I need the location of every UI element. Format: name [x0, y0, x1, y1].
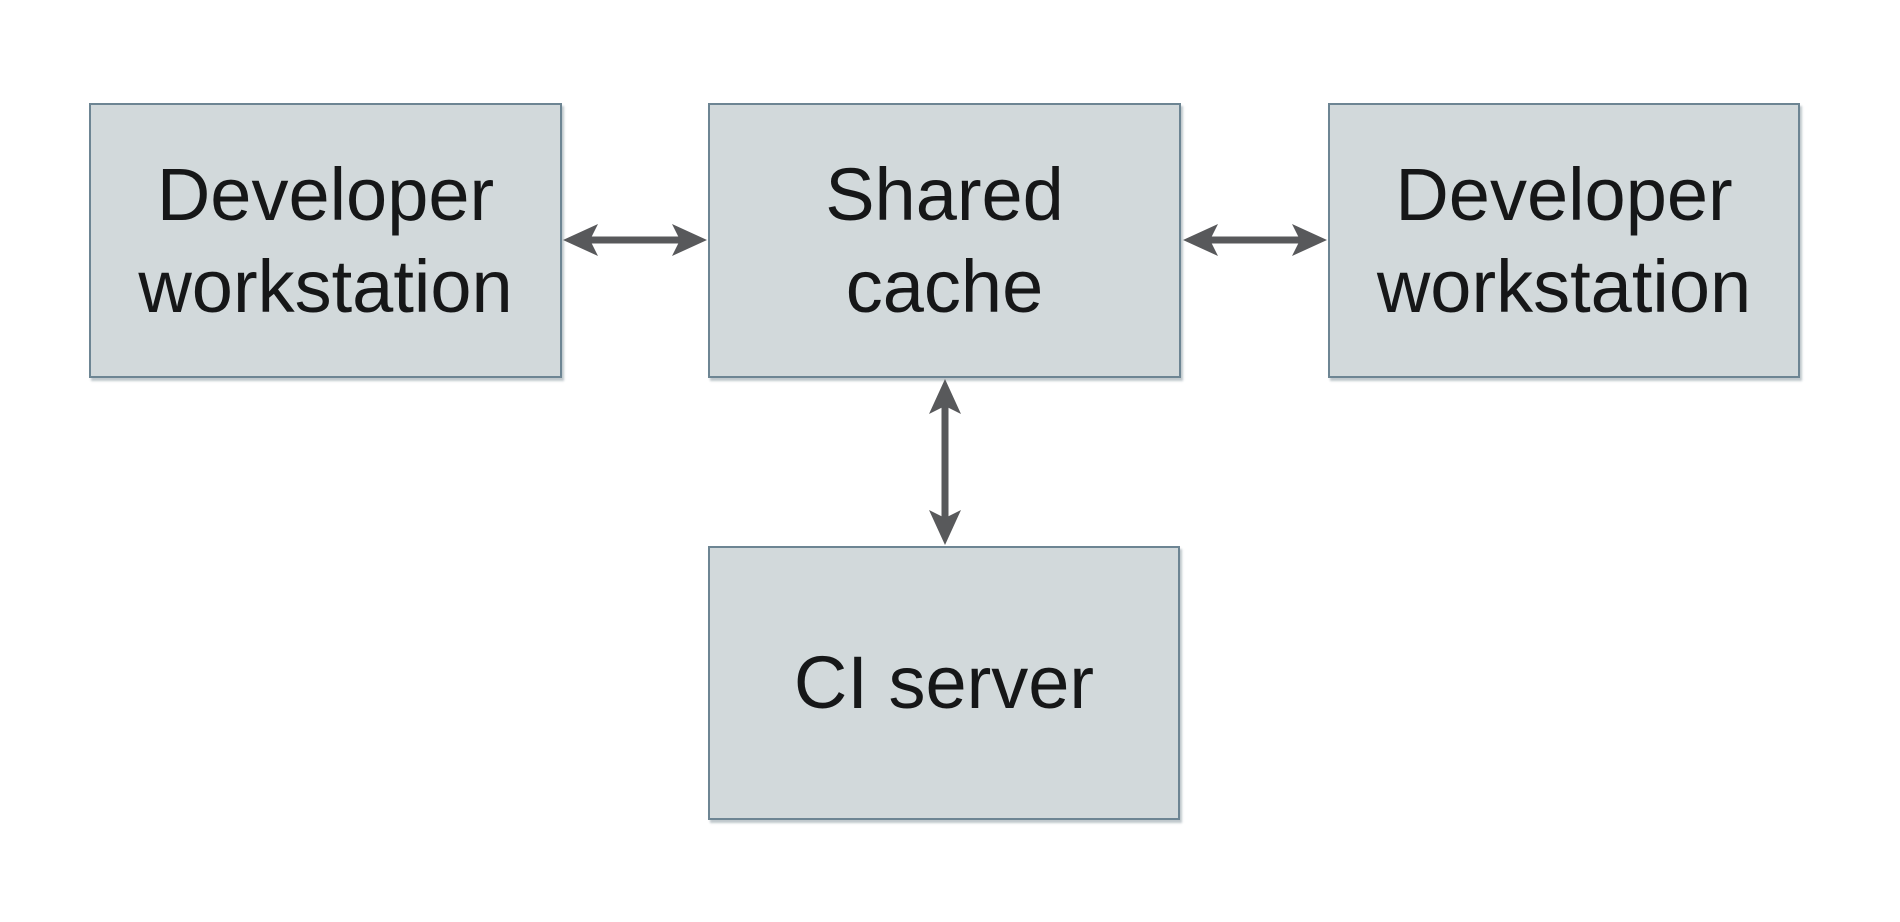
arrow-sharedcache-ciserver-bidirectional-icon — [929, 379, 961, 545]
node-label-line: CI server — [793, 641, 1095, 724]
node-label-line: Shared — [825, 152, 1064, 236]
node-label-line: Developer — [1395, 152, 1733, 236]
arrow-devleft-sharedcache-bidirectional-icon — [563, 224, 707, 256]
node-label-line: workstation — [138, 244, 513, 328]
node-label-line: cache — [845, 244, 1044, 328]
node-label-line: Developer — [156, 152, 495, 236]
node-label-line: workstation — [1376, 244, 1752, 328]
node-shared-cache: Shared cache — [708, 103, 1181, 378]
node-developer-workstation-left: Developer workstation — [89, 103, 562, 378]
node-ci-server: CI server — [708, 546, 1180, 820]
arrow-sharedcache-devright-bidirectional-icon — [1183, 224, 1327, 256]
node-developer-workstation-right: Developer workstation — [1328, 103, 1800, 378]
